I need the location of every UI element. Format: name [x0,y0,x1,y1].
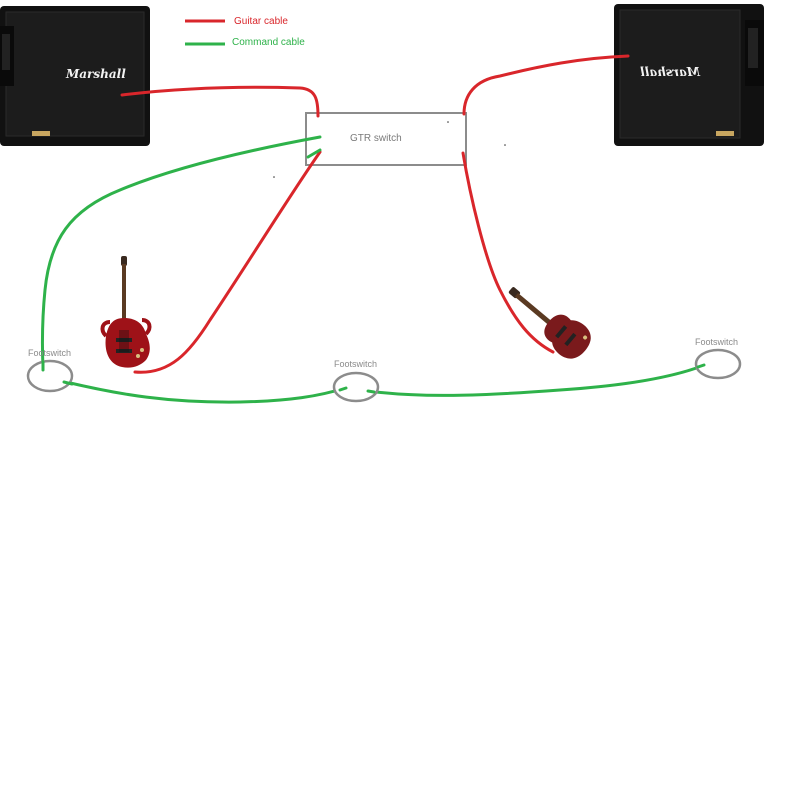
cabinet-right-badge [716,131,734,136]
command-cable-footswitch-1-to-2 [60,379,347,404]
guitar-cable-right-cab [462,54,630,116]
guitar-cables [120,54,630,374]
command-cable-switch-stub [306,148,322,159]
sg-guitar-icon [100,256,152,368]
cabinet-right-logo: Marshall [640,65,701,79]
command-cable-footswitch-2-to-3 [366,364,704,397]
cabinet-right: Marshall [614,4,764,146]
gtr-switch-box: GTR switch [305,112,467,166]
footswitch-2-label: Footswitch [334,359,377,369]
legend: Guitar cable Command cable [185,16,305,48]
cabinet-left-badge [32,131,50,136]
stray-dot [504,144,506,146]
footswitch-1: Footswitch [26,348,74,393]
command-cables [40,135,704,404]
stray-dot [273,176,275,178]
guitar-cable-lespaul [461,151,555,354]
gtr-switch-label: GTR switch [350,133,402,144]
cabinet-left-logo: Marshall [65,67,126,81]
command-cable-switch-to-footswitch-1 [40,135,322,370]
footswitch-3: Footswitch [694,337,742,380]
footswitch-2: Footswitch [332,359,380,403]
footswitch-1-label: Footswitch [28,348,71,358]
legend-command-cable-label: Command cable [232,37,305,48]
stray-dot [447,121,449,123]
les-paul-guitar-icon [508,287,591,359]
legend-guitar-cable-label: Guitar cable [234,16,288,27]
guitar-cable-sg [133,150,322,374]
cabinet-left: Marshall [0,6,150,146]
guitar-cable-left-cab [120,85,320,118]
footswitch-3-label: Footswitch [695,337,738,347]
